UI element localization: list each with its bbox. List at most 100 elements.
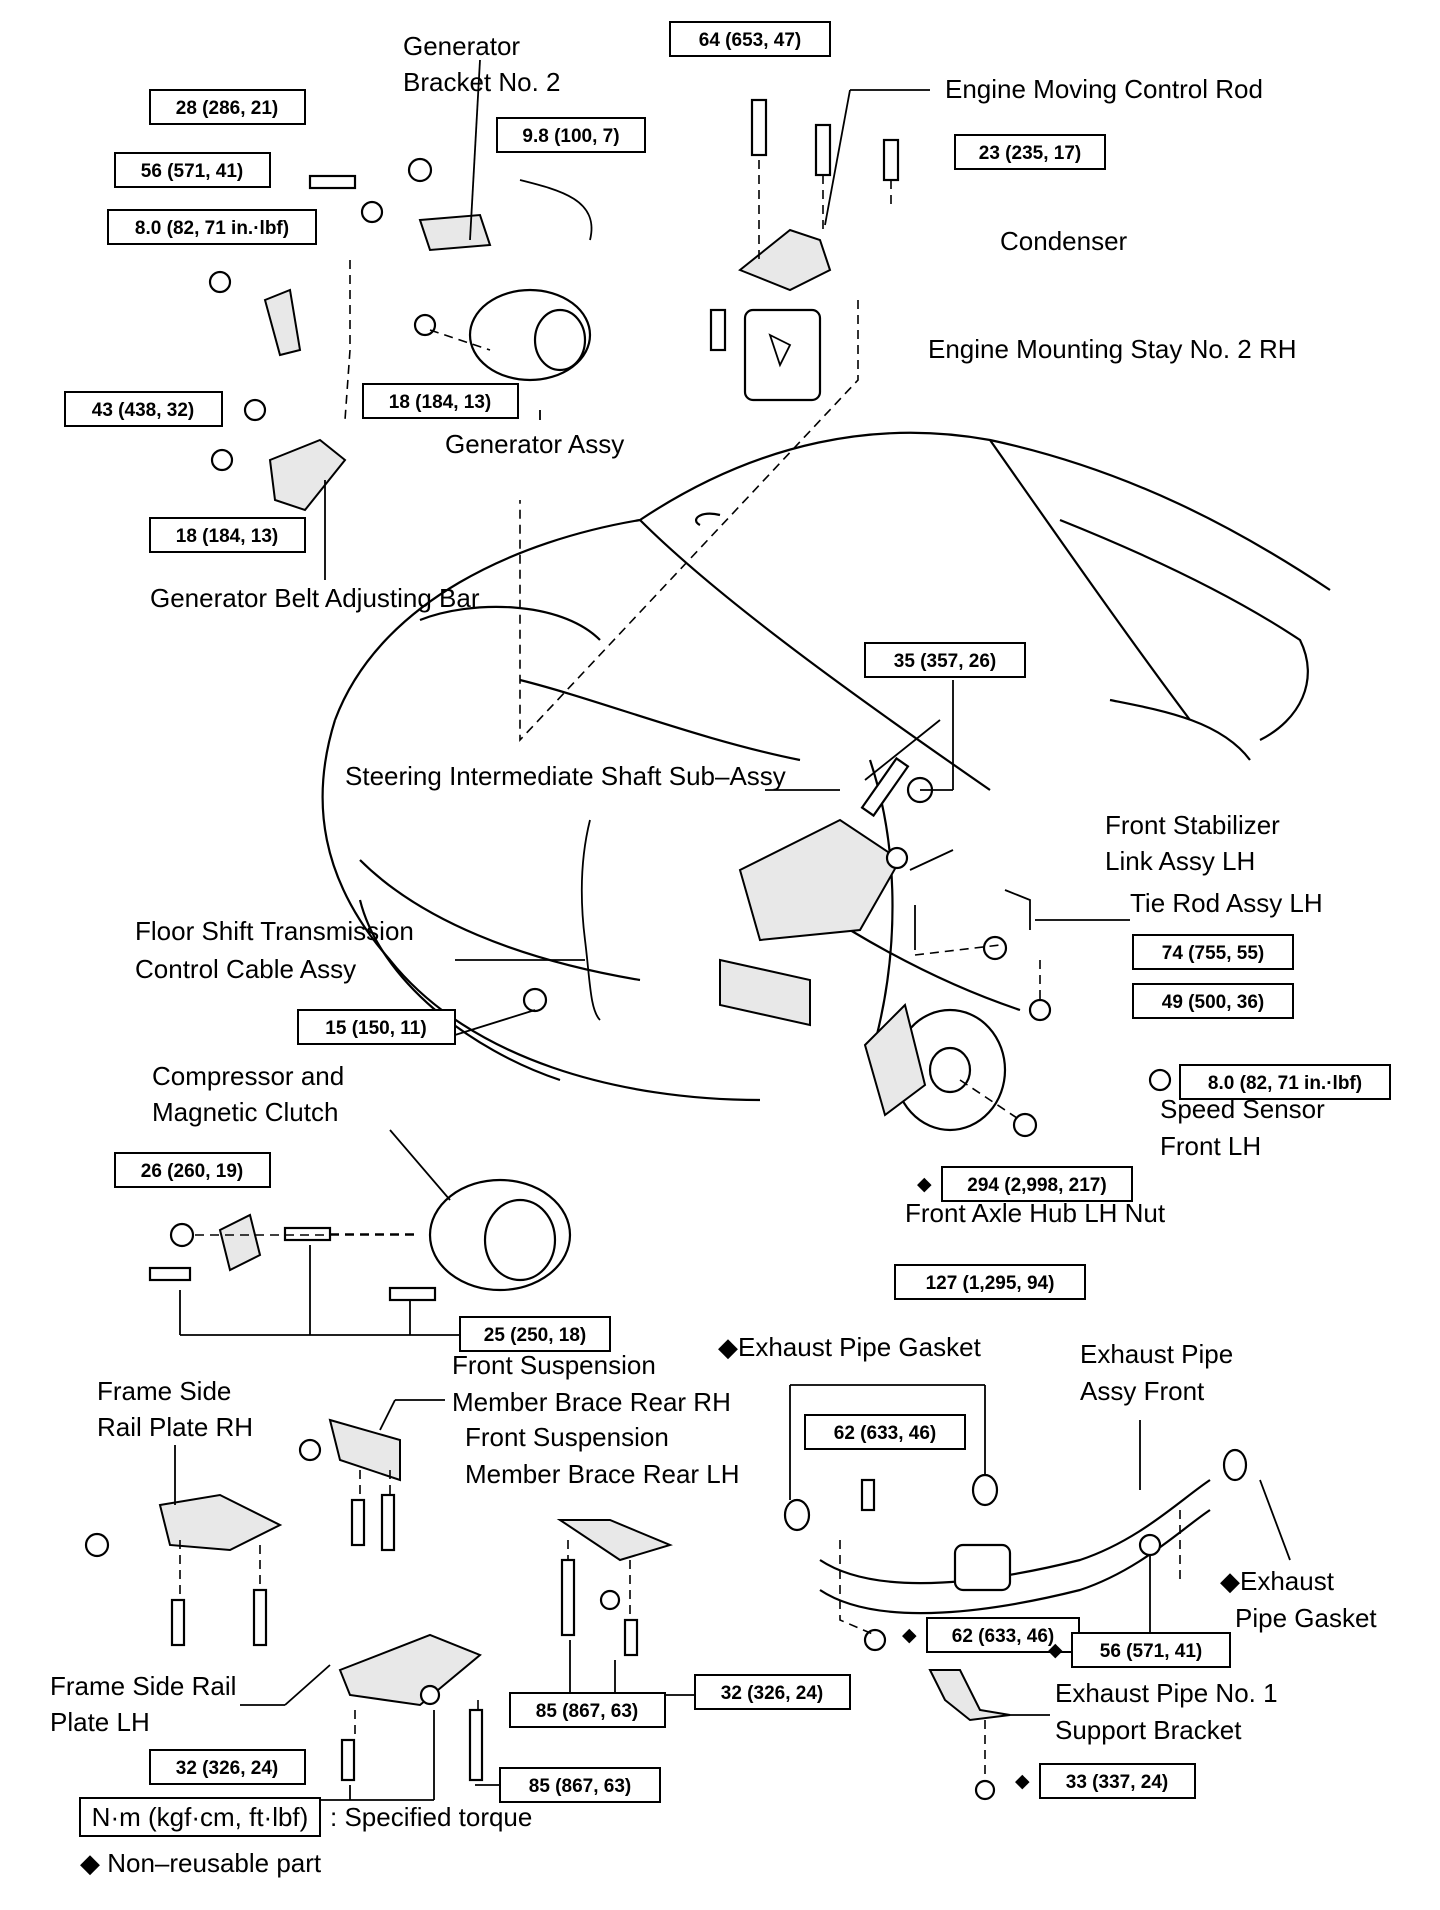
label-compressor-line2: Magnetic Clutch xyxy=(152,1097,338,1127)
torque-box-85-bottom: 85 (867, 63) xyxy=(499,1767,661,1803)
svg-text:62 (633, 46): 62 (633, 46) xyxy=(834,1423,936,1444)
torque-box-32-right: 32 (326, 24) xyxy=(694,1674,851,1710)
svg-text:18 (184, 13): 18 (184, 13) xyxy=(176,526,278,547)
label-exhaust-support-bracket-line2: Support Bracket xyxy=(1055,1715,1242,1745)
label-steering-intermediate-shaft: Steering Intermediate Shaft Sub–Assy xyxy=(345,761,786,791)
svg-text:56 (571, 41): 56 (571, 41) xyxy=(141,161,243,182)
label-frame-side-rail-lh-line1: Frame Side Rail xyxy=(50,1671,236,1701)
label-engine-moving-control-rod: Engine Moving Control Rod xyxy=(945,74,1263,104)
label-speed-sensor-line2: Front LH xyxy=(1160,1131,1261,1161)
label-exhaust-pipe-front-line1: Exhaust Pipe xyxy=(1080,1339,1233,1369)
label-exhaust-gasket-right-line1: ◆Exhaust xyxy=(1220,1566,1335,1596)
torque-box-62-bottom: 62 (633, 46) xyxy=(926,1617,1080,1653)
exhaust-area xyxy=(783,1448,1248,1801)
torque-box-26: 26 (260, 19) xyxy=(114,1152,271,1188)
torque-box-43: 43 (438, 32) xyxy=(64,391,223,427)
svg-text:294 (2,998, 217): 294 (2,998, 217) xyxy=(967,1175,1106,1196)
svg-text:32 (326, 24): 32 (326, 24) xyxy=(176,1758,278,1779)
label-exhaust-support-bracket-line1: Exhaust Pipe No. 1 xyxy=(1055,1678,1278,1708)
svg-text:8.0 (82, 71 in.·lbf): 8.0 (82, 71 in.·lbf) xyxy=(135,218,289,239)
svg-text:28 (286, 21): 28 (286, 21) xyxy=(176,98,278,119)
label-front-susp-brace-lh-line1: Front Suspension xyxy=(465,1422,669,1452)
svg-text:85 (867, 63): 85 (867, 63) xyxy=(529,1776,631,1797)
svg-text:33 (337, 24): 33 (337, 24) xyxy=(1066,1772,1168,1793)
svg-text:127 (1,295, 94): 127 (1,295, 94) xyxy=(926,1273,1055,1294)
torque-box-32-left: 32 (326, 24) xyxy=(149,1749,306,1785)
legend-nonreusable: ◆ Non–reusable part xyxy=(80,1848,322,1878)
label-generator-bracket-no2-line2: Bracket No. 2 xyxy=(403,67,561,97)
torque-box-18-mid: 18 (184, 13) xyxy=(149,517,306,553)
label-front-stabilizer-link-line2: Link Assy LH xyxy=(1105,846,1255,876)
label-frame-side-rail-lh-line2: Plate LH xyxy=(50,1707,150,1737)
svg-text:56 (571, 41): 56 (571, 41) xyxy=(1100,1641,1202,1662)
torque-box-127: 127 (1,295, 94) xyxy=(894,1264,1086,1300)
svg-text:85 (867, 63): 85 (867, 63) xyxy=(536,1701,638,1722)
svg-text:15 (150, 11): 15 (150, 11) xyxy=(325,1018,426,1039)
svg-text:43 (438, 32): 43 (438, 32) xyxy=(92,400,194,421)
label-front-stabilizer-link-line1: Front Stabilizer xyxy=(1105,810,1280,840)
steering-suspension-area xyxy=(522,756,1172,1138)
label-condenser: Condenser xyxy=(1000,226,1128,256)
legend: N·m (kgf·cm, ft·lbf) : Specified torque … xyxy=(79,1797,532,1878)
label-compressor-line1: Compressor and xyxy=(152,1061,344,1091)
legend-unit-text: : Specified torque xyxy=(330,1802,532,1832)
torque-box-18-top: 18 (184, 13) xyxy=(362,383,519,419)
nonreusable-mark-56: ◆ xyxy=(1048,1640,1063,1661)
torque-boxes: 64 (653, 47) 28 (286, 21) 9.8 (100, 7) 5… xyxy=(64,21,1391,1803)
torque-box-9-8: 9.8 (100, 7) xyxy=(496,117,646,153)
torque-box-8-0-top: 8.0 (82, 71 in.·lbf) xyxy=(107,209,317,245)
engine-mount-area xyxy=(519,98,900,743)
label-frame-side-rail-rh-line1: Frame Side xyxy=(97,1376,231,1406)
svg-text:62 (633, 46): 62 (633, 46) xyxy=(952,1626,1054,1647)
label-tie-rod: Tie Rod Assy LH xyxy=(1130,888,1323,918)
label-engine-mounting-stay: Engine Mounting Stay No. 2 RH xyxy=(928,334,1297,364)
svg-text:25 (250, 18): 25 (250, 18) xyxy=(484,1325,586,1346)
torque-box-56-bottom: 56 (571, 41) xyxy=(1071,1632,1231,1668)
label-front-susp-brace-rh-line2: Member Brace Rear RH xyxy=(452,1387,731,1417)
label-generator-belt-adjusting-bar: Generator Belt Adjusting Bar xyxy=(150,583,480,613)
svg-text:9.8 (100, 7): 9.8 (100, 7) xyxy=(522,126,619,147)
torque-box-23: 23 (235, 17) xyxy=(954,134,1106,170)
torque-box-62-top: 62 (633, 46) xyxy=(804,1414,966,1450)
svg-text:64 (653, 47): 64 (653, 47) xyxy=(699,30,801,51)
torque-box-64: 64 (653, 47) xyxy=(669,21,831,57)
torque-box-294: 294 (2,998, 217) xyxy=(941,1166,1133,1202)
nonreusable-mark-62: ◆ xyxy=(902,1625,917,1646)
compressor-area xyxy=(148,1178,572,1302)
nonreusable-mark-294: ◆ xyxy=(917,1174,932,1195)
label-frame-side-rail-rh-line2: Rail Plate RH xyxy=(97,1412,253,1442)
label-exhaust-gasket-right-line2: Pipe Gasket xyxy=(1235,1603,1377,1633)
label-floor-shift-cable-line2: Control Cable Assy xyxy=(135,954,356,984)
svg-text:32 (326, 24): 32 (326, 24) xyxy=(721,1683,823,1704)
torque-box-25: 25 (250, 18) xyxy=(459,1316,611,1352)
label-front-axle-hub-nut: Front Axle Hub LH Nut xyxy=(905,1198,1166,1228)
label-exhaust-pipe-front-line2: Assy Front xyxy=(1080,1376,1205,1406)
label-front-susp-brace-rh-line1: Front Suspension xyxy=(452,1350,656,1380)
svg-text:18 (184, 13): 18 (184, 13) xyxy=(389,392,491,413)
svg-text:26 (260, 19): 26 (260, 19) xyxy=(141,1161,243,1182)
torque-box-8-0-speed: 8.0 (82, 71 in.·lbf) xyxy=(1179,1064,1391,1100)
label-front-susp-brace-lh-line2: Member Brace Rear LH xyxy=(465,1459,740,1489)
torque-box-28: 28 (286, 21) xyxy=(149,89,306,125)
torque-box-15: 15 (150, 11) xyxy=(297,1009,456,1045)
nonreusable-mark-33: ◆ xyxy=(1015,1771,1030,1792)
torque-box-49: 49 (500, 36) xyxy=(1132,983,1294,1019)
svg-text:23 (235, 17): 23 (235, 17) xyxy=(979,143,1081,164)
label-exhaust-gasket-top: ◆Exhaust Pipe Gasket xyxy=(718,1332,982,1362)
svg-text:8.0 (82, 71 in.·lbf): 8.0 (82, 71 in.·lbf) xyxy=(1208,1073,1362,1094)
torque-box-74: 74 (755, 55) xyxy=(1132,934,1294,970)
legend-unit-box: N·m (kgf·cm, ft·lbf) xyxy=(92,1802,309,1832)
generator-area xyxy=(208,157,593,512)
svg-text:35 (357, 26): 35 (357, 26) xyxy=(894,651,996,672)
torque-box-33: 33 (337, 24) xyxy=(1039,1763,1196,1799)
torque-box-35: 35 (357, 26) xyxy=(864,642,1026,678)
torque-box-85-mid: 85 (867, 63) xyxy=(509,1692,666,1728)
label-floor-shift-cable-line1: Floor Shift Transmission xyxy=(135,916,414,946)
torque-box-56-top: 56 (571, 41) xyxy=(114,152,271,188)
svg-text:74 (755, 55): 74 (755, 55) xyxy=(1162,943,1264,964)
label-generator-assy: Generator Assy xyxy=(445,429,624,459)
lower-chassis-area xyxy=(84,1418,673,1782)
label-generator-bracket-no2-line1: Generator xyxy=(403,31,520,61)
svg-text:49 (500, 36): 49 (500, 36) xyxy=(1162,992,1264,1013)
part-labels: Generator Bracket No. 2 Engine Moving Co… xyxy=(50,31,1377,1745)
